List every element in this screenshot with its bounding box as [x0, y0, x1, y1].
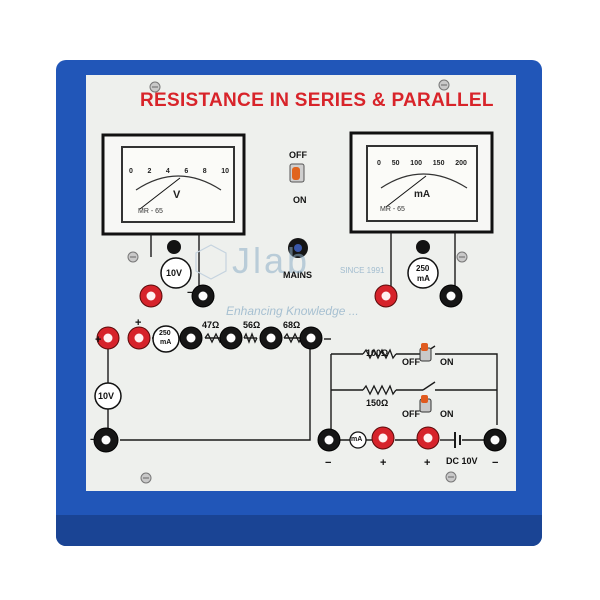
screw-bottom-left [140, 472, 152, 484]
ammeter-symbol-ring [349, 431, 367, 449]
meter-indicator-left [167, 240, 181, 254]
badge-250ma-ring [407, 257, 439, 289]
screw-top-left [149, 81, 161, 93]
watermark-since: SINCE 1991 [340, 266, 385, 275]
badge-250ma-unit: mA [417, 274, 430, 283]
watermark-hexagon [195, 244, 227, 280]
resistor-68-label: 68Ω [283, 320, 301, 330]
terminal-ammeter-black[interactable] [439, 284, 463, 308]
meter-indicator-right [416, 240, 430, 254]
terminal-bottom-red-2[interactable] [416, 426, 440, 450]
switch-2-on-label: ON [440, 409, 454, 419]
badge-series-250ma-ring [152, 325, 180, 353]
resistor-150-label: 150Ω [366, 398, 389, 408]
resistor-56-label: 56Ω [243, 320, 261, 330]
terminal-voltmeter-black[interactable] [191, 284, 215, 308]
switch-2-off-label: OFF [402, 409, 420, 419]
ma-tick-50: 50 [391, 160, 400, 167]
mains-label: MAINS [283, 270, 312, 280]
milliammeter-model: MR - 65 [380, 206, 405, 213]
badge-series-250-value: 250 [159, 330, 171, 337]
badge-250ma-value: 250 [416, 264, 430, 273]
plus-mark-bottom-2: + [424, 457, 431, 469]
badge-left-10v-ring [94, 382, 122, 410]
plus-mark-top-right: + [135, 317, 142, 329]
terminal-series-3[interactable] [259, 326, 283, 350]
power-toggle-switch[interactable] [289, 163, 305, 183]
terminal-bottom-black-1[interactable] [317, 428, 341, 452]
minus-mark-bottom-1: − [325, 457, 332, 469]
board-frame-shade [56, 515, 542, 546]
milliammeter [349, 131, 494, 234]
milliammeter-unit: mA [414, 189, 431, 200]
ma-tick-150: 150 [432, 160, 445, 167]
screw-bottom-right [445, 471, 457, 483]
battery-symbol [454, 432, 461, 448]
minus-mark-voltmeter: − [187, 287, 194, 299]
minus-mark-bottom-2: − [492, 457, 499, 469]
voltmeter-tick-10: 10 [221, 168, 229, 175]
mains-indicator-lamp [288, 238, 308, 258]
watermark-tagline: Enhancing Knowledge ... [226, 304, 359, 318]
watermark-logo: Jlab [232, 240, 311, 281]
terminal-ammeter-red[interactable] [374, 284, 398, 308]
switch-1-off-label: OFF [402, 357, 420, 367]
screw-top-right [438, 79, 450, 91]
badge-10v: 10V [166, 268, 183, 278]
ma-tick-100: 100 [410, 160, 422, 167]
voltmeter-unit: V [173, 189, 181, 201]
terminal-supply-black[interactable] [93, 427, 119, 453]
voltmeter-tick-0: 0 [129, 168, 133, 175]
plus-mark-bottom-1: + [380, 457, 387, 469]
ma-tick-0: 0 [377, 160, 381, 167]
voltmeter-tick-4: 4 [165, 168, 170, 175]
terminal-series-4[interactable] [299, 326, 323, 350]
badge-10v-ring [160, 257, 192, 289]
resistor-100-label: 100Ω [366, 348, 389, 358]
dc-voltage-label: DC 10V [446, 456, 478, 466]
screw-right [456, 251, 468, 263]
terminal-bottom-red-1[interactable] [371, 426, 395, 450]
milliammeter-scale: 0 50 100 150 200 [377, 160, 467, 167]
voltmeter-tick-8: 8 [202, 168, 207, 175]
voltmeter-tick-2: 2 [147, 168, 152, 175]
voltmeter-scale: 0 2 4 6 8 10 [129, 168, 229, 175]
minus-mark-left: − [90, 434, 97, 446]
switch-lever-2 [419, 381, 436, 413]
power-switch-on-label: ON [293, 195, 307, 205]
voltmeter-tick-6: 6 [184, 168, 189, 175]
screw-left [127, 251, 139, 263]
terminal-supply-red-2[interactable] [127, 326, 151, 350]
plus-mark-top-left: + [95, 334, 102, 346]
power-switch-off-label: OFF [289, 150, 307, 160]
terminal-series-1[interactable] [179, 326, 203, 350]
voltmeter [101, 133, 246, 236]
terminal-voltmeter-red[interactable] [139, 284, 163, 308]
ma-tick-200: 200 [455, 160, 467, 167]
badge-left-10v: 10V [98, 391, 115, 401]
ammeter-symbol-label: mA [351, 436, 363, 443]
terminal-series-2[interactable] [219, 326, 243, 350]
terminal-supply-red-1[interactable] [96, 326, 120, 350]
badge-series-250-unit: mA [160, 339, 172, 346]
voltmeter-model: MR - 65 [138, 208, 163, 215]
switch-1-on-label: ON [440, 357, 454, 367]
board-title: RESISTANCE IN SERIES & PARALLEL [140, 90, 494, 111]
switch-lever-1 [419, 343, 436, 362]
terminal-bottom-black-2[interactable] [483, 428, 507, 452]
resistor-47-label: 47Ω [202, 320, 220, 330]
